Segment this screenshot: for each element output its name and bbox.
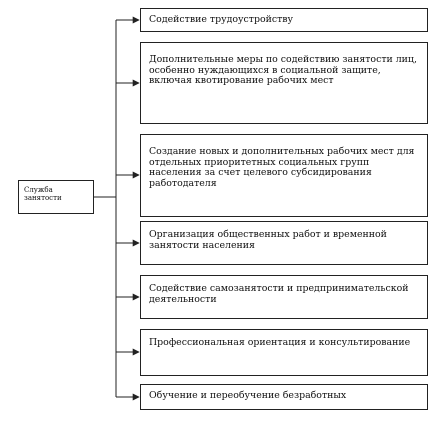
direction-box-employment-assistance: Содействие трудоустройству: [140, 8, 428, 32]
direction-box-training: Обучение и переобучение безработных: [140, 384, 428, 410]
direction-label: Создание новых и дополнительных рабочих …: [149, 146, 415, 189]
direction-label: Профессиональная ориентация и консультир…: [149, 337, 411, 348]
direction-box-career-guidance: Профессиональная ориентация и консультир…: [140, 329, 428, 376]
direction-box-additional-measures: Дополнительные меры по содействию занято…: [140, 42, 428, 124]
direction-box-self-employment: Содействие самозанятости и предпринимате…: [140, 275, 428, 319]
employment-service-box: Служба занятости: [18, 180, 94, 214]
direction-box-new-jobs: Создание новых и дополнительных рабочих …: [140, 134, 428, 217]
direction-label: Содействие самозанятости и предпринимате…: [149, 283, 409, 305]
direction-label: Организация общественных работ и временн…: [149, 229, 387, 251]
direction-label: Обучение и переобучение безработных: [149, 390, 347, 401]
employment-service-label: Служба занятости: [24, 186, 62, 202]
direction-box-public-works: Организация общественных работ и временн…: [140, 221, 428, 265]
direction-label: Дополнительные меры по содействию занято…: [149, 54, 417, 87]
direction-label: Содействие трудоустройству: [149, 14, 294, 25]
